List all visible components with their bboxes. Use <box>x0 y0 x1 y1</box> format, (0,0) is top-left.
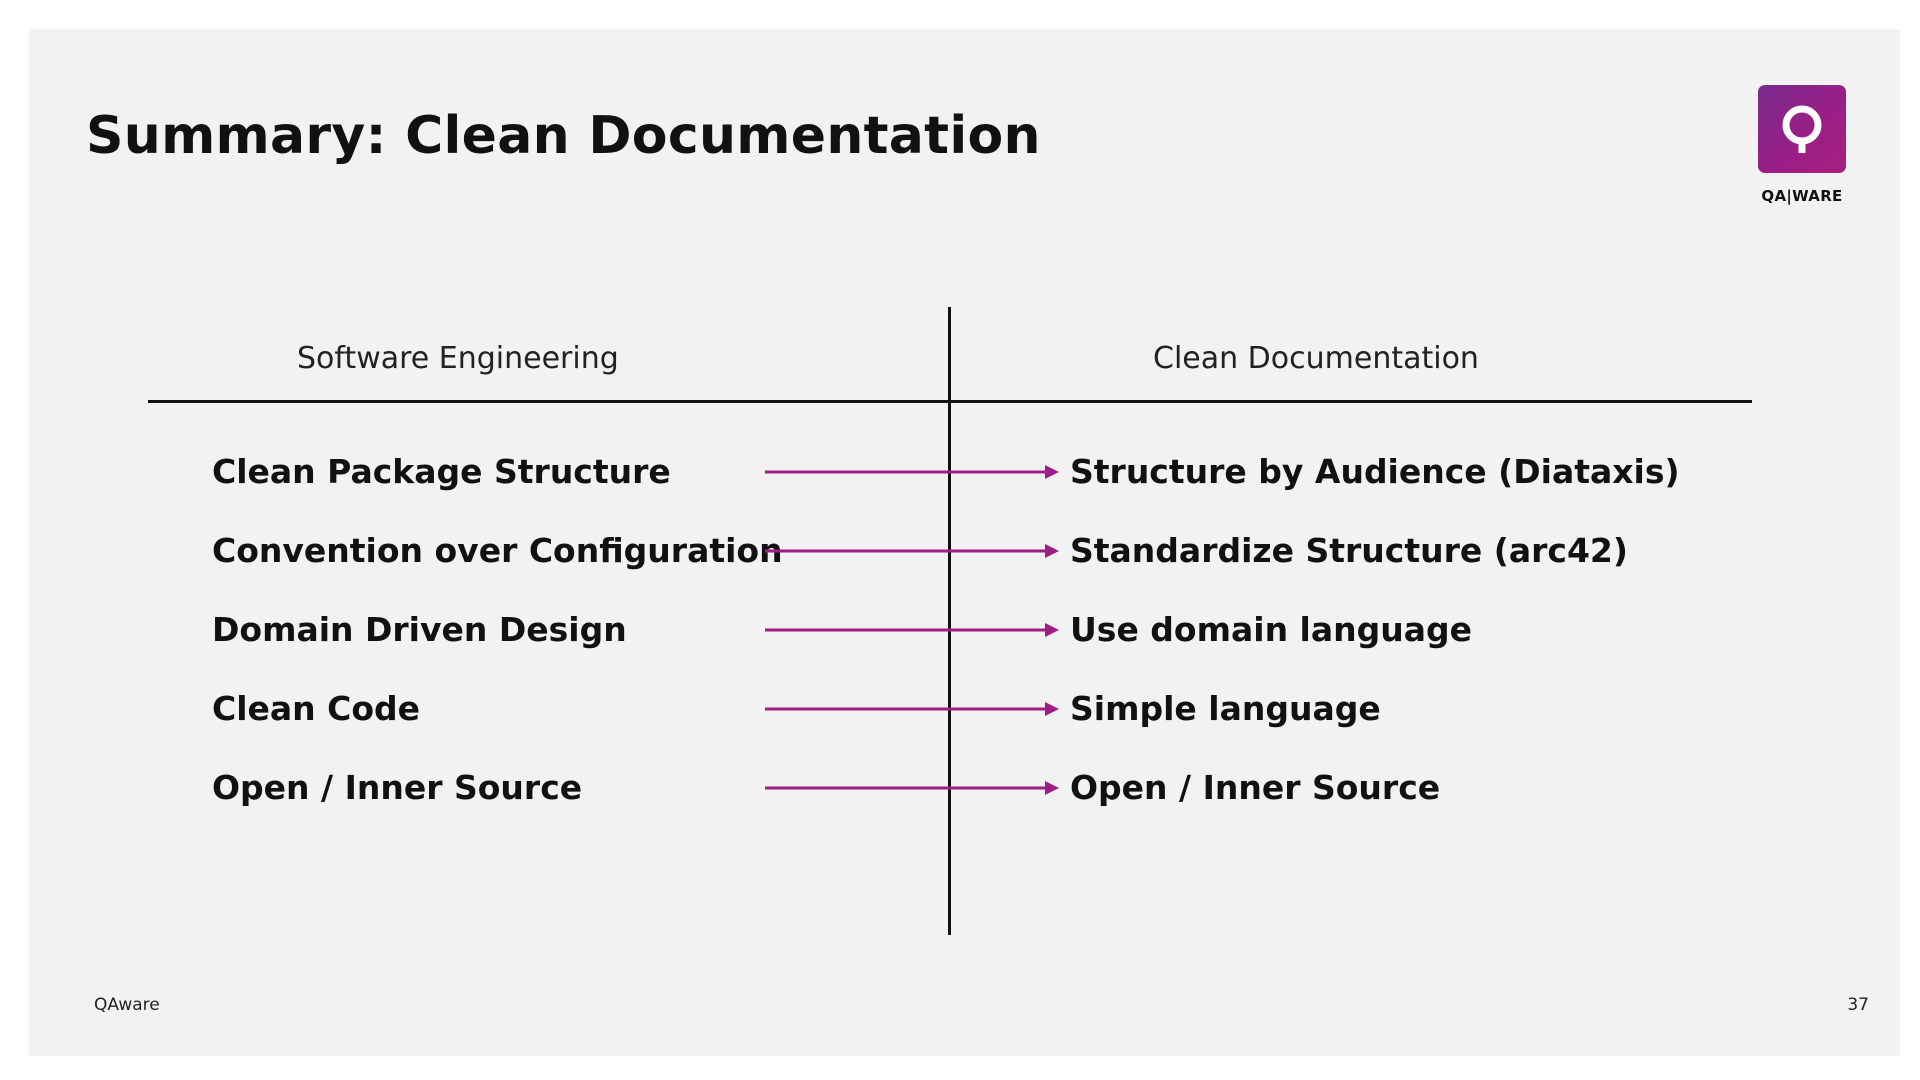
arrow-right-icon <box>765 623 1059 637</box>
clean-documentation-item: Open / Inner Source <box>1070 768 1441 807</box>
software-engineering-item: Convention over Configuration <box>212 531 783 570</box>
logo-wordmark: QA|WARE <box>1761 187 1843 205</box>
slide: Summary: Clean Documentation QA|WARE Sof… <box>29 29 1900 1056</box>
clean-documentation-item: Standardize Structure (arc42) <box>1070 531 1628 570</box>
mapping-row: Convention over Configuration Standardiz… <box>29 521 1900 581</box>
arrow-right-icon <box>765 544 1059 558</box>
clean-documentation-item: Structure by Audience (Diataxis) <box>1070 452 1680 491</box>
mapping-row: Clean Package Structure Structure by Aud… <box>29 442 1900 502</box>
mapping-row: Open / Inner Source Open / Inner Source <box>29 758 1900 818</box>
clean-documentation-item: Simple language <box>1070 689 1381 728</box>
mapping-row: Clean Code Simple language <box>29 679 1900 739</box>
column-header-clean-documentation: Clean Documentation <box>1153 341 1479 376</box>
page-number: 37 <box>1847 995 1869 1015</box>
qaware-logo: QA|WARE <box>1758 85 1846 210</box>
software-engineering-item: Clean Package Structure <box>212 452 671 491</box>
clean-documentation-item: Use domain language <box>1070 610 1473 649</box>
arrow-right-icon <box>765 702 1059 716</box>
software-engineering-item: Domain Driven Design <box>212 610 627 649</box>
footer-company: QAware <box>94 995 160 1015</box>
slide-title: Summary: Clean Documentation <box>86 106 1041 166</box>
mapping-row: Domain Driven Design Use domain language <box>29 600 1900 660</box>
arrow-right-icon <box>765 781 1059 795</box>
vertical-divider <box>948 307 951 935</box>
arrow-right-icon <box>765 465 1059 479</box>
software-engineering-item: Clean Code <box>212 689 421 728</box>
column-header-software-engineering: Software Engineering <box>297 341 619 376</box>
software-engineering-item: Open / Inner Source <box>212 768 583 807</box>
qaware-logo-icon <box>1758 85 1846 173</box>
